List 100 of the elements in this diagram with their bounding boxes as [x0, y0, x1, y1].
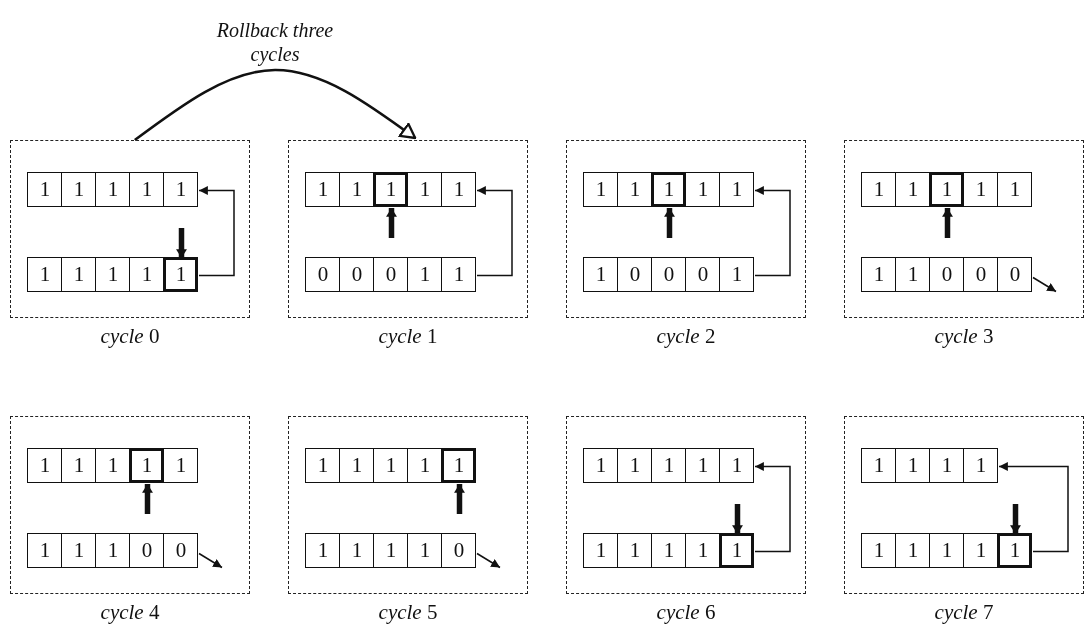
bit-cell: 1 — [95, 257, 131, 293]
bit-cell: 1 — [407, 257, 443, 293]
bit-cell: 1 — [163, 172, 199, 208]
bit-cell: 0 — [441, 533, 477, 569]
bit-cell: 1 — [339, 172, 375, 208]
bit-cell: 1 — [861, 533, 897, 569]
bit-cell: 1 — [617, 533, 653, 569]
output-arrow — [476, 552, 501, 569]
bit-cell: 1 — [163, 448, 199, 484]
bit-cell: 0 — [685, 257, 721, 293]
cycle-caption: cycle 2 — [656, 324, 716, 349]
bit-cell: 1 — [895, 172, 931, 208]
bit-cell: 1 — [95, 533, 131, 569]
pointer-arrow — [386, 208, 397, 238]
bit-cell: 0 — [651, 257, 687, 293]
pointer-arrow — [142, 484, 153, 514]
bit-cell: 1 — [61, 172, 97, 208]
selected-bit-cell: 1 — [719, 533, 755, 569]
cycle-caption: cycle 1 — [378, 324, 438, 349]
bit-cell: 0 — [617, 257, 653, 293]
bit-cell: 1 — [719, 448, 755, 484]
output-arrow — [1032, 276, 1057, 293]
bit-cell: 1 — [685, 533, 721, 569]
bit-cell: 0 — [305, 257, 341, 293]
bit-cell: 1 — [441, 172, 477, 208]
bit-cell: 1 — [895, 448, 931, 484]
cycle-caption: cycle 6 — [656, 600, 716, 625]
bit-cell: 1 — [373, 533, 409, 569]
feedback-arrow — [198, 186, 235, 277]
cycle-panel — [288, 416, 528, 594]
bit-cell: 1 — [305, 533, 341, 569]
bit-cell: 0 — [373, 257, 409, 293]
feedback-arrow — [754, 186, 791, 277]
pointer-arrow — [176, 228, 187, 258]
bit-cell: 1 — [95, 172, 131, 208]
cycle-panel — [288, 140, 528, 318]
cycle-panel — [844, 140, 1084, 318]
bit-cell: 1 — [997, 172, 1033, 208]
bit-cell: 1 — [617, 448, 653, 484]
cycle-panel — [566, 140, 806, 318]
bit-cell: 1 — [95, 448, 131, 484]
bit-cell: 1 — [305, 172, 341, 208]
bit-cell: 0 — [129, 533, 165, 569]
selected-bit-cell: 1 — [997, 533, 1033, 569]
bit-cell: 1 — [61, 257, 97, 293]
selected-bit-cell: 1 — [163, 257, 199, 293]
feedback-arrow — [476, 186, 513, 277]
cycle-caption: cycle 4 — [100, 600, 160, 625]
feedback-arrow — [754, 462, 791, 553]
bit-cell: 1 — [339, 533, 375, 569]
bit-cell: 1 — [373, 448, 409, 484]
bit-cell: 0 — [163, 533, 199, 569]
bit-cell: 1 — [407, 448, 443, 484]
bit-cell: 1 — [963, 448, 999, 484]
bit-cell: 1 — [583, 533, 619, 569]
bit-cell: 1 — [129, 172, 165, 208]
bit-cell: 1 — [339, 448, 375, 484]
bit-cell: 1 — [685, 448, 721, 484]
pointer-arrow — [454, 484, 465, 514]
bit-cell: 1 — [305, 448, 341, 484]
bit-cell: 0 — [339, 257, 375, 293]
selected-bit-cell: 1 — [129, 448, 165, 484]
bit-cell: 1 — [963, 533, 999, 569]
pointer-arrow — [664, 208, 675, 238]
bit-cell: 1 — [61, 448, 97, 484]
cycle-caption: cycle 0 — [100, 324, 160, 349]
bit-cell: 1 — [719, 257, 755, 293]
bit-cell: 1 — [27, 533, 63, 569]
pointer-arrow — [942, 208, 953, 238]
bit-cell: 1 — [441, 257, 477, 293]
output-arrow — [198, 552, 223, 569]
bit-cell: 1 — [651, 448, 687, 484]
cycle-caption: cycle 7 — [934, 600, 994, 625]
bit-cell: 1 — [617, 172, 653, 208]
bit-cell: 1 — [27, 172, 63, 208]
selected-bit-cell: 1 — [651, 172, 687, 208]
bit-cell: 1 — [895, 257, 931, 293]
cycle-caption: cycle 5 — [378, 600, 438, 625]
pointer-arrow — [1010, 504, 1021, 534]
selected-bit-cell: 1 — [373, 172, 409, 208]
bit-cell: 1 — [407, 533, 443, 569]
bit-cell: 1 — [929, 533, 965, 569]
bit-cell: 1 — [651, 533, 687, 569]
pointer-arrow — [732, 504, 743, 534]
bit-cell: 1 — [583, 172, 619, 208]
feedback-arrow — [998, 462, 1069, 553]
rollback-arrow — [134, 68, 417, 142]
bit-cell: 1 — [27, 257, 63, 293]
selected-bit-cell: 1 — [929, 172, 965, 208]
edge-label: Rollback three cycles — [216, 18, 334, 66]
bit-cell: 0 — [963, 257, 999, 293]
selected-bit-cell: 1 — [441, 448, 477, 484]
bit-cell: 1 — [861, 172, 897, 208]
cycle-caption: cycle 3 — [934, 324, 994, 349]
cycle-panel — [844, 416, 1084, 594]
bit-cell: 1 — [129, 257, 165, 293]
bit-cell: 0 — [997, 257, 1033, 293]
bit-cell: 1 — [719, 172, 755, 208]
cycle-panel — [566, 416, 806, 594]
bit-cell: 1 — [861, 448, 897, 484]
